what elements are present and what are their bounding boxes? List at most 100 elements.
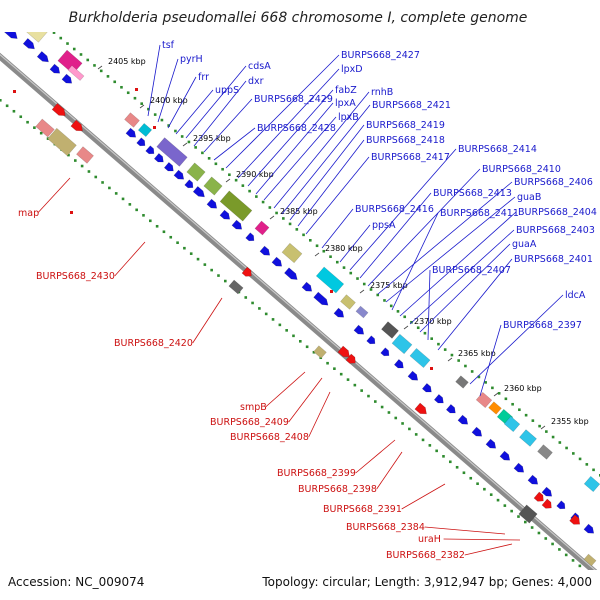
gene-label-reverse: BURPS668_2384 [346,522,425,533]
gene-feature-block [281,242,303,264]
gene-forward [471,426,483,437]
gene-reverse [533,491,544,502]
gene-label-forward: cdsA [248,61,271,72]
gc-skew-dot [26,120,29,124]
gc-skew-dot [477,375,481,379]
gc-skew-dot [142,214,145,217]
label-leader [401,483,446,510]
gc-skew-dot [292,334,295,338]
gene-label-forward: lpxA [335,98,356,109]
gc-skew-dot [155,224,159,228]
gene-label-forward: lpxB [338,112,359,123]
gc-skew-dot [140,102,143,105]
gc-skew-dot [160,118,164,122]
gene-label-forward: BURPS668_2404 [518,207,597,218]
gc-skew-dot [524,413,528,417]
gene-label-forward: ldcA [565,290,586,301]
gc-skew-dot [221,167,224,171]
gc-skew-dot [416,326,420,330]
gene-feature-block [409,347,431,369]
gc-skew-dot [537,531,541,535]
gc-skew-dot [278,323,282,327]
label-leader [255,102,334,195]
gene-label-reverse: smpB [240,402,267,413]
gc-skew-dot [255,195,258,198]
label-leader [147,44,161,117]
gene-forward [380,347,390,357]
gene-label-forward: BURPS668_2411 [440,208,519,219]
gc-skew-dot [376,293,380,297]
gene-label-reverse: BURPS668_2399 [277,468,356,479]
gene-feature-block [503,415,521,433]
gene-label-reverse: BURPS668_2430 [36,271,115,282]
gc-skew-dot [86,58,90,62]
label-leader [376,451,403,490]
gc-skew-dot [214,162,218,166]
gc-skew-dot [241,184,245,187]
gc-skew-dot [342,266,346,269]
gene-track [4,3,600,567]
gc-skew-dot [353,383,357,387]
kbp-tick-label: 2375 kbp [370,281,408,290]
kbp-tick [139,104,145,109]
gc-skew-dot [491,386,494,390]
chromosome-backbone [0,52,600,581]
gene-feature-block [583,475,600,493]
label-leader [339,224,371,263]
label-leader [349,148,457,271]
label-leader [469,294,564,385]
gc-skew-dot [228,173,231,177]
gene-forward [556,500,566,510]
gc-skew-dot [285,329,288,332]
gene-label-forward: BURPS668_2406 [514,177,593,188]
gc-skew-dot [450,353,454,357]
gc-skew-dot [183,246,186,250]
gc-skew-track [0,4,600,584]
label-leader [377,181,513,295]
gc-skew-dot [326,361,329,365]
gene-feature-block [381,321,399,339]
gc-skew-dot [430,337,433,340]
gene-feature-block [124,112,140,128]
gene-label-forward: dxr [248,76,264,87]
gc-skew-dot [403,315,407,319]
gc-skew-dot [489,493,493,496]
gc-skew-dot [578,457,582,461]
footer-backdrop [0,570,600,600]
gene-forward [527,474,539,485]
gene-label-reverse: uraH [418,534,441,545]
gc-skew-dot [455,465,459,469]
gene-feature-block [315,266,345,294]
label-leader [424,526,506,535]
gc-skew-dot [101,181,104,184]
gc-skew-dot [362,282,366,286]
kbp-tick-label: 2360 kbp [504,384,542,393]
gc-skew-dot [551,542,554,546]
gc-skew-dot [194,146,197,149]
gc-skew-dot [335,260,339,264]
gc-skew-dot [483,487,486,491]
gc-skew-dot [356,277,359,280]
gene-feature-block [67,65,85,81]
gene-label-forward: BURPS668_2429 [254,94,333,105]
gene-reverse [70,119,83,132]
gene-label-forward: frr [198,72,209,83]
gc-skew-dot [33,126,36,129]
kbp-tick [314,252,320,257]
kbp-tick-label: 2370 kbp [414,317,452,326]
gene-forward [541,486,553,497]
kbp-tick [97,65,103,70]
gene-label-reverse: map [18,208,39,219]
gene-label-reverse: BURPS668_2398 [298,484,377,495]
label-leader [263,116,337,201]
gc-skew-dot [565,446,568,450]
topology-text: Topology: circular; Length: 3,912,947 bp… [261,575,592,589]
gc-skew-dot [518,408,521,412]
gc-skew-dot [544,537,548,540]
gene-label-forward: BURPS668_2417 [371,152,450,163]
label-leader [289,124,365,221]
gc-skew-dot [275,211,278,215]
gc-skew-dot [302,233,305,237]
kbp-tick [225,178,231,183]
